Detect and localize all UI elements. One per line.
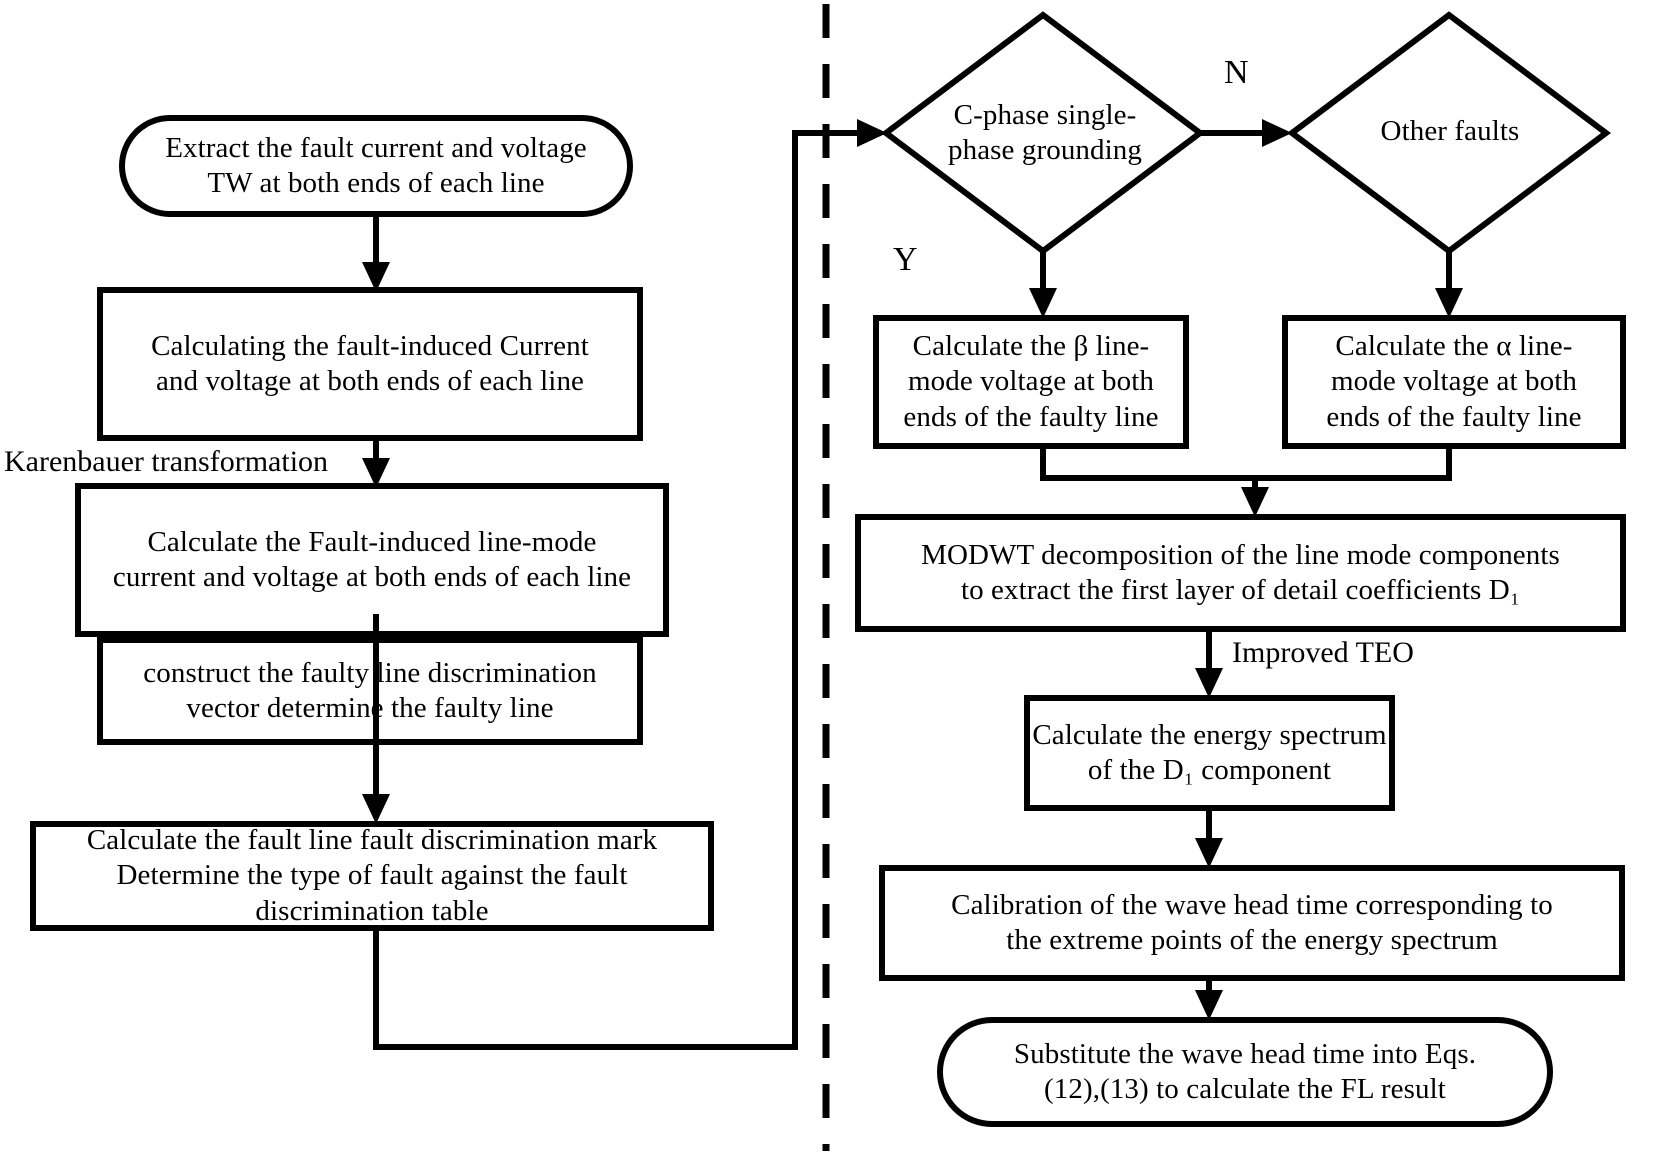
arrowhead-to-calibration	[1195, 838, 1223, 868]
node-shape-other-faults-decision	[1287, 11, 1611, 255]
node-shape-alpha-line-mode	[1282, 315, 1626, 449]
edge-label-branch-no: N	[1224, 54, 1249, 91]
arrowhead-extract-to-calc	[362, 262, 390, 292]
arrowhead-construct-to-faulttype	[362, 794, 390, 824]
edge-faulttype-to-decision	[373, 130, 873, 1050]
edge-beta-to-merge	[1040, 446, 1255, 481]
edge-alpha-to-merge	[1255, 446, 1452, 481]
node-shape-c-phase-decision	[881, 11, 1205, 255]
arrowhead-to-other-faults	[1262, 119, 1292, 147]
node-shape-calc-line-mode	[75, 483, 669, 637]
edge-label-improved-teo: Improved TEO	[1232, 636, 1414, 669]
arrowhead-to-energy	[1195, 668, 1223, 698]
arrowhead-to-modwt	[1241, 487, 1269, 517]
node-shape-extract-tw	[119, 115, 633, 217]
node-shape-fault-type	[30, 821, 714, 931]
node-shape-energy-spectrum	[1024, 695, 1395, 811]
node-shape-substitute-eqs	[937, 1017, 1553, 1127]
node-shape-modwt	[855, 514, 1626, 632]
edge-label-karenbauer: Karenbauer transformation	[4, 445, 329, 478]
node-shape-construct-vector	[97, 637, 643, 745]
node-shape-beta-line-mode	[873, 315, 1189, 449]
arrowhead-into-c-phase-decision	[857, 119, 887, 147]
arrowhead-to-substitute	[1195, 990, 1223, 1020]
edge-label-branch-yes: Y	[893, 241, 918, 278]
arrowhead-to-beta	[1029, 288, 1057, 318]
arrowhead-to-alpha	[1435, 288, 1463, 318]
node-shape-calibration	[879, 865, 1625, 981]
node-shape-calc-fault-induced	[97, 287, 643, 441]
arrowhead-calc-to-linemode	[362, 458, 390, 488]
